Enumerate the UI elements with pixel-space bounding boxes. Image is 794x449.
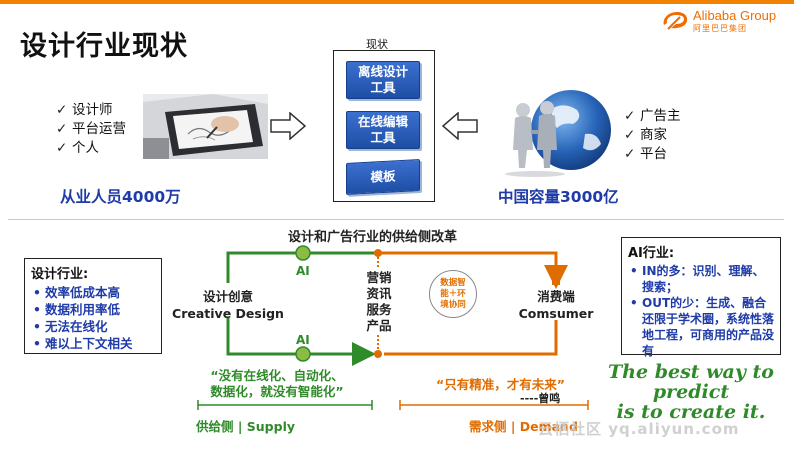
slogan-text: The best way to predict is to create it. [596,362,786,422]
status-panel: 离线设计工具 在线编辑工具 模板 [333,50,435,202]
data-intelligence-badge: 数据智 能＋环 境协同 [429,270,477,318]
tile-label: 离线设计工具 [357,64,408,95]
demand-side-label: 需求侧 | Demand [469,419,578,434]
demand-node-label: 消费端 Comsumer [506,288,606,322]
design-industry-list: 效率低成本高 数据利用率低 无法在线化 难以上下文相关 [31,284,155,352]
list-item: OUT的少：生成、融合还限于学术圈，系统性落地工程，可商用的产品没有 [628,295,774,359]
alibaba-logo-mark-icon [663,12,688,30]
list-item: IN的多：识别、理解、搜索； [628,263,774,295]
check-icon: ✓ [56,121,68,137]
check-icon: ✓ [624,127,636,143]
list-item: ✓个人 [56,139,126,158]
ai-industry-list: IN的多：识别、理解、搜索； OUT的少：生成、融合还限于学术圈，系统性落地工程… [628,263,774,359]
demand-loop-top [380,251,568,289]
designer-tablet-photo [143,94,268,159]
check-icon: ✓ [624,108,636,124]
ai-label-top: AI [296,264,310,278]
alibaba-logo: Alibaba Group 阿里巴巴集团 [660,7,790,33]
ai-industry-heading: AI行业: [628,246,675,261]
top-accent-bar [0,0,794,4]
tool-tile-offline: 离线设计工具 [346,61,420,99]
role-label: 设计师 [72,102,113,118]
list-item: ✓设计师 [56,101,126,120]
check-icon: ✓ [624,146,636,162]
ai-label-bottom: AI [296,333,310,347]
demand-bracket [399,400,589,410]
junction-top [374,249,382,257]
design-industry-heading: 设计行业: [31,267,89,282]
list-item: ✓商家 [624,126,681,145]
role-label: 广告主 [640,108,681,124]
supply-bracket [197,400,373,410]
slide-title: 设计行业现状 [20,31,188,62]
ai-node-bottom [295,346,311,362]
demand-quote: “只有精准，才有未来” [436,377,565,392]
list-item: 数据利用率低 [31,301,155,318]
logo-text-en: Alibaba Group [693,8,777,23]
status-panel-label: 现状 [366,38,388,51]
market-capacity-stat: 中国容量3000亿 [498,188,619,206]
demand-node-en: Comsumer [518,306,594,321]
ai-node-top [295,245,311,261]
slogan-line: The best way to [608,361,774,383]
tool-tile-online: 在线编辑工具 [346,111,420,149]
demand-loop-bottom [384,320,558,356]
list-item: 难以上下文相关 [31,335,155,352]
supply-loop-bottom [226,318,376,366]
list-item: ✓广告主 [624,107,681,126]
ai-industry-box: AI行业: IN的多：识别、理解、搜索； OUT的少：生成、融合还限于学术圈，系… [621,237,781,358]
supply-side-label: 供给侧 | Supply [196,419,295,434]
section-divider [8,219,784,220]
tile-label: 在线编辑工具 [357,114,408,145]
list-item: 无法在线化 [31,318,155,335]
supply-loop-top [226,251,378,283]
list-item: ✓平台运营 [56,120,126,139]
check-icon: ✓ [56,140,68,156]
supply-node-label: 设计创意 Creative Design [164,288,292,322]
junction-bottom [374,350,382,358]
role-label: 平台运营 [72,121,126,137]
design-industry-box: 设计行业: 效率低成本高 数据利用率低 无法在线化 难以上下文相关 [24,258,162,354]
supply-node-en: Creative Design [172,306,284,321]
supply-node-cn: 设计创意 [202,289,253,304]
check-icon: ✓ [56,102,68,118]
practitioner-role-list: ✓设计师 ✓平台运营 ✓个人 [56,101,126,158]
list-item: ✓平台 [624,145,681,164]
slogan-line: is to create it. [616,401,766,423]
supply-chain-title: 设计和广告行业的供给侧改革 [288,230,458,245]
demand-node-cn: 消费端 [537,289,575,304]
slogan-line: predict [652,381,730,403]
practitioner-count-stat: 从业人员4000万 [60,188,181,206]
middle-node-line: 资讯 [366,286,392,301]
logo-text-cn: 阿里巴巴集团 [693,24,747,33]
site-watermark: 云栖社区 yq.aliyun.com [538,420,740,438]
supply-quote-line: 数据化，就没有智能化” [210,384,344,399]
handshake-globe-photo [505,90,611,177]
client-role-list: ✓广告主 ✓商家 ✓平台 [624,107,681,164]
badge-line: 境协同 [440,299,466,310]
demand-node-marker [552,279,560,285]
quote-signature: ----曾鸣 [520,392,561,405]
supply-quote-line: “没有在线化、自动化、 [210,368,344,383]
middle-node-line: 服务 [366,302,392,317]
arrow-right-icon [270,112,306,140]
supply-quote: “没有在线化、自动化、 数据化，就没有智能化” [188,368,366,400]
middle-node-label: 营销 资讯 服务 产品 [362,270,396,334]
list-item: 效率低成本高 [31,284,155,301]
badge-line: 能＋环 [440,288,466,299]
role-label: 平台 [640,146,667,162]
middle-node-line: 产品 [366,318,392,333]
badge-line: 数据智 [440,277,466,288]
arrow-left-icon [442,112,478,140]
role-label: 商家 [640,127,667,143]
role-label: 个人 [72,140,99,156]
middle-node-line: 营销 [366,270,392,285]
